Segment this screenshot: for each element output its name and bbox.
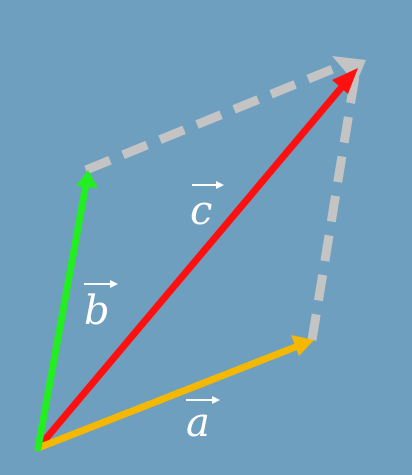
label-b: b <box>84 280 118 334</box>
vector-b-arrowhead <box>76 170 98 188</box>
vector-a-shaft <box>34 342 302 452</box>
vector-c-shaft <box>34 78 350 452</box>
vector-b-shaft <box>34 180 90 452</box>
guide-a-to-sum <box>307 69 361 341</box>
guide-b-to-sum <box>84 59 347 175</box>
label-c: c <box>190 181 224 234</box>
vector-a-arrowhead <box>291 335 314 356</box>
label-a-text: a <box>186 400 210 446</box>
guide-arrowhead <box>332 56 366 84</box>
label-a-overarrow-head <box>212 396 220 404</box>
vector-c <box>34 68 358 452</box>
label-a: a <box>186 396 220 446</box>
parallelogram-guides <box>84 59 361 341</box>
label-c-text: c <box>190 188 212 234</box>
vector-a <box>34 335 314 452</box>
vector-b <box>34 170 98 452</box>
label-c-overarrow-head <box>216 181 224 189</box>
label-b-overarrow-head <box>110 280 118 288</box>
label-b-text: b <box>84 288 110 334</box>
vector-c-arrowhead <box>332 68 358 94</box>
